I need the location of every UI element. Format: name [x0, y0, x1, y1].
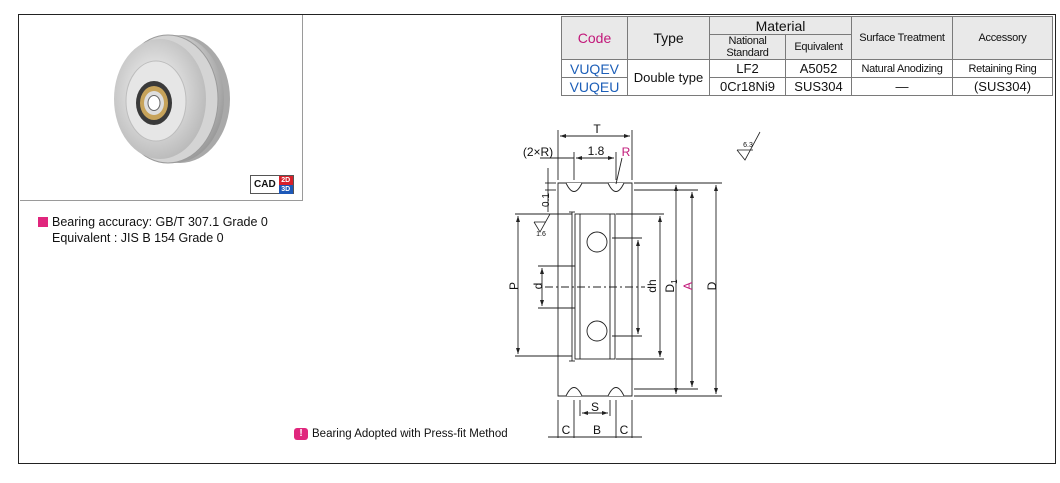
equivalent-text: Equivalent : JIS B 154 Grade 0: [52, 231, 224, 245]
dim-D-label: D: [705, 281, 719, 290]
header-surface-treatment: Surface Treatment: [851, 16, 953, 60]
cad-2d-label: 2D: [278, 176, 293, 185]
equivalent-cell: A5052: [785, 59, 852, 78]
dim-C-right-label: C: [620, 423, 629, 437]
bearing-accuracy-text: Bearing accuracy: GB/T 307.1 Grade 0: [52, 215, 268, 229]
header-equivalent: Equivalent: [785, 34, 852, 60]
catalog-frame: [18, 14, 1056, 464]
table-row: VUQEV Double type LF2 A5052 Natural Anod…: [561, 59, 1053, 96]
exclamation-icon: !: [294, 428, 308, 440]
accessory-line2-cell: (SUS304): [952, 77, 1053, 96]
dim-A-label: A: [681, 282, 695, 290]
spec-table: Code Type Material Surface Treatment Acc…: [561, 16, 1053, 96]
surface-treatment-cell: Natural Anodizing: [851, 59, 953, 78]
dim-2xR-label: (2×R): [523, 145, 553, 159]
dim-D1-label: D1: [663, 279, 679, 293]
cad-3d-label: 3D: [278, 185, 293, 194]
dim-dh-label: dh: [645, 279, 659, 292]
dim-0-1-label: 0.1: [541, 193, 552, 207]
dim-T-label: T: [593, 122, 601, 136]
national-standard-cell: LF2: [709, 59, 786, 78]
code-cell: VUQEU: [561, 77, 628, 96]
product-photo-panel: CAD 2D 3D: [20, 15, 303, 201]
equivalent-note: Equivalent : JIS B 154 Grade 0: [38, 230, 268, 246]
dim-R-label: R: [622, 145, 631, 159]
surface-treatment-cell: —: [851, 77, 953, 96]
pulley-technical-drawing: T (2×R) 1.8 R S C B C 6.3 1.6 P d 0.1 dh…: [507, 122, 761, 438]
equivalent-cell: SUS304: [785, 77, 852, 96]
dim-S-label: S: [591, 400, 599, 414]
table-row: VUQEU 0Cr18Ni9 SUS304 — (SUS304): [561, 77, 1053, 96]
dim-B-label: B: [593, 423, 601, 437]
national-standard-cell: 0Cr18Ni9: [709, 77, 786, 96]
header-code: Code: [561, 16, 628, 60]
dim-d-label: d: [531, 283, 545, 290]
dim-P-label: P: [507, 282, 521, 290]
pulley-photo-image: [114, 34, 230, 164]
roughness-6-3-label: 6.3: [743, 142, 753, 149]
header-accessory: Accessory: [952, 16, 1053, 60]
type-cell: Double type: [627, 59, 710, 96]
dim-C-left-label: C: [562, 423, 571, 437]
roughness-1-6-label: 1.6: [536, 231, 546, 238]
code-cell: VUQEV: [561, 59, 628, 78]
bearing-notes: Bearing accuracy: GB/T 307.1 Grade 0 Equ…: [38, 214, 268, 246]
accessory-line1-cell: Retaining Ring: [952, 59, 1053, 78]
press-fit-text: Bearing Adopted with Press-fit Method: [312, 428, 508, 440]
header-material: Material: [709, 16, 852, 35]
cad-label: CAD: [251, 176, 279, 193]
bearing-accuracy-note: Bearing accuracy: GB/T 307.1 Grade 0: [38, 214, 268, 230]
cad-badge[interactable]: CAD 2D 3D: [250, 175, 294, 194]
bullet-square-icon: [38, 217, 48, 227]
header-type: Type: [627, 16, 710, 60]
header-national-standard: National Standard: [709, 34, 786, 60]
press-fit-note: ! Bearing Adopted with Press-fit Method: [294, 428, 508, 440]
dim-1-8-label: 1.8: [588, 144, 605, 158]
